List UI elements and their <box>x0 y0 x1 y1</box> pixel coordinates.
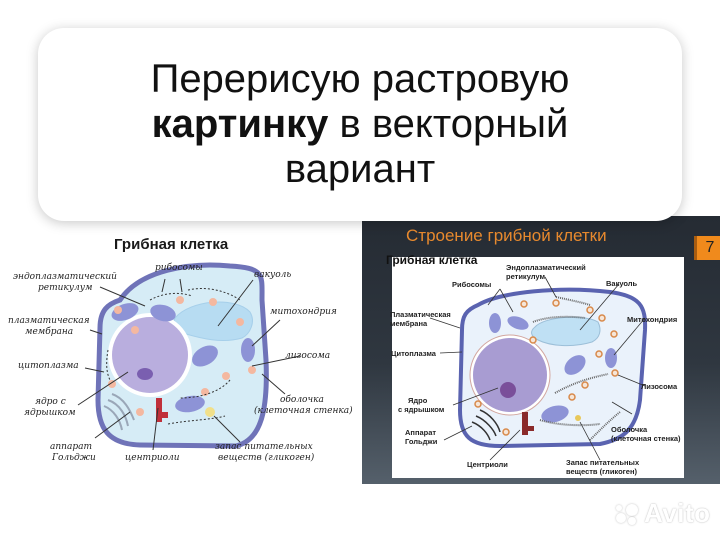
slide-label-nucleus-line2: с ядрышком <box>398 405 445 414</box>
headline-line-3: вариант <box>284 147 436 191</box>
label-membrane-line2: мембрана <box>25 327 74 337</box>
slide-label-cytoplasm: Цитоплазма <box>391 349 436 358</box>
avito-logo-icon <box>614 501 642 527</box>
label-nucleus-line1: ядро с <box>35 397 66 407</box>
headline-bold-word: картинку <box>151 102 329 146</box>
slide-label-lysosome: Лизосома <box>641 382 678 391</box>
label-golgi-line2: Гольджи <box>52 453 96 463</box>
headline-line-1: Перерисую растровую <box>150 57 570 101</box>
label-cytoplasm: цитоплазма <box>18 361 79 371</box>
label-centrioles: центриоли <box>125 453 180 463</box>
slide-label-storage-line1: Запас питательных <box>566 458 640 467</box>
label-nucleus-line2: ядрышком <box>24 408 76 418</box>
slide-label-centrioles: Центриоли <box>467 460 508 469</box>
avito-watermark: Avito <box>614 498 711 529</box>
label-mitochondria: митохондрия <box>270 307 337 317</box>
slide-page-number: 7 <box>694 236 720 260</box>
headline-card: Перерисую растровую картинку в векторный… <box>38 28 682 221</box>
slide-label-membrane-line1: Плазматическая <box>390 310 451 319</box>
label-wall-line1: оболочка <box>280 395 324 405</box>
label-wall-line2: (клеточная стенка) <box>254 406 353 416</box>
slide-label-wall-line1: Оболочка <box>611 425 648 434</box>
label-er-line2: ретикулум <box>38 283 93 293</box>
slide-label-mitochondria: Митохондрия <box>627 315 678 324</box>
slide-label-er-line1: Эндоплазматический <box>506 263 586 272</box>
label-vacuole: вакуоль <box>254 270 292 280</box>
label-lysosome: лизосома <box>285 351 331 361</box>
slide-label-golgi-line2: Гольджи <box>405 437 438 446</box>
slide-label-ribosomes: Рибосомы <box>452 280 492 289</box>
slide-title: Строение грибной клетки <box>406 226 607 245</box>
slide-label-membrane-line2: мембрана <box>390 319 428 328</box>
slide-panel-heading: Грибная клетка <box>386 253 478 267</box>
label-golgi-line1: аппарат <box>50 442 92 452</box>
slide-label-nucleus-line1: Ядро <box>408 396 428 405</box>
slide-label-er-line2: ретикулум <box>506 272 546 281</box>
slide-label-wall-line2: (клеточная стенка) <box>611 434 681 443</box>
avito-watermark-text: Avito <box>644 498 711 528</box>
label-membrane-line1: плазматическая <box>8 316 90 326</box>
slide-label-storage-line2: веществ (гликоген) <box>566 467 637 476</box>
slide-label-golgi-line1: Аппарат <box>405 428 437 437</box>
left-diagram-title: Грибная клетка <box>114 236 229 253</box>
label-er-line1: эндоплазматический <box>13 272 117 282</box>
label-ribosomes: рибосомы <box>155 263 203 273</box>
slide-label-vacuole: Вакуоль <box>606 279 638 288</box>
headline-line-2-rest: в векторный <box>328 102 569 146</box>
label-storage-line2: веществ (гликоген) <box>218 453 315 463</box>
label-storage-line1: запас питательных <box>215 442 313 452</box>
headline-line-2: картинку в векторный <box>152 102 569 147</box>
